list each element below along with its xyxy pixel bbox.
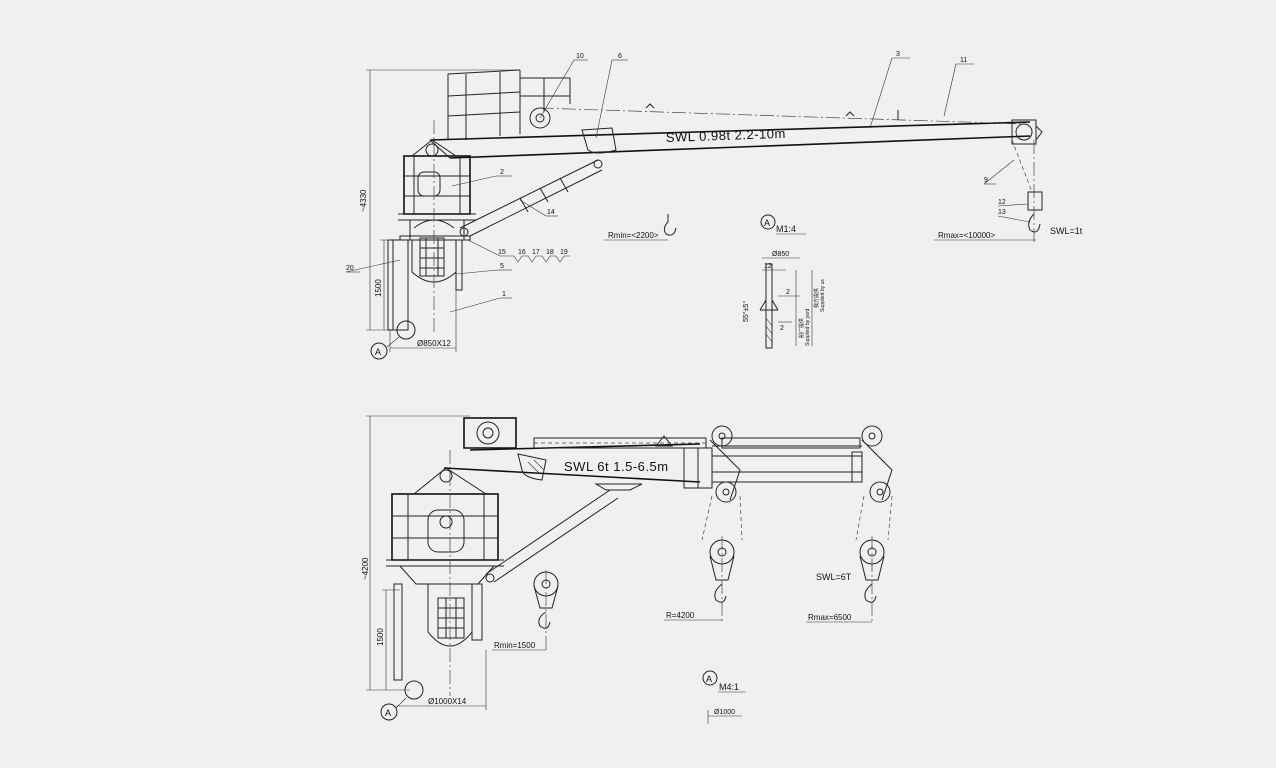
lower-pedestal-dim: 1500 bbox=[376, 628, 385, 646]
upper-swl-label: SWL 0.98t 2.2-10m bbox=[666, 126, 786, 145]
lower-detail-marker: A bbox=[706, 674, 712, 684]
note-us-en: Supplied by us bbox=[820, 279, 826, 312]
callout-17: 17 bbox=[532, 249, 540, 256]
upper-detail-marker: A bbox=[764, 218, 770, 228]
callout-2: 2 bbox=[500, 169, 504, 176]
upper-section-marker bbox=[370, 342, 388, 360]
callout-16: 16 bbox=[518, 249, 526, 256]
callout-11: 11 bbox=[960, 57, 967, 64]
callout-10: 10 bbox=[576, 53, 584, 60]
callout-14: 14 bbox=[547, 209, 555, 216]
weld-dim-2a: 2 bbox=[786, 289, 790, 296]
lower-r-mid: R=4200 bbox=[666, 611, 695, 620]
weld-dim-12: 12 bbox=[764, 263, 772, 270]
lower-section-marker-label: A bbox=[385, 708, 391, 718]
upper-detail-scale: M1:4 bbox=[776, 224, 796, 234]
upper-crane: ~4330 1500 Ø850X12 A bbox=[345, 51, 1083, 360]
lower-crane: ~4200 1500 Ø1000X14 A bbox=[361, 415, 893, 724]
note-yard-en: Supplied by yard bbox=[805, 309, 811, 346]
lower-detail-scale: M4:1 bbox=[719, 682, 739, 692]
upper-rmax: Rmax=<10000> bbox=[938, 231, 995, 240]
upper-pedestal-dim: 1500 bbox=[374, 279, 383, 297]
lower-section-marker bbox=[380, 703, 398, 721]
lower-hook-swl: SWL=6T bbox=[816, 572, 852, 582]
weld-dim-2b: 2 bbox=[780, 325, 784, 332]
weld-angle: 55°±5° bbox=[742, 301, 750, 322]
note-yard-cn: 船厂提供 bbox=[798, 318, 805, 338]
upper-height-dim: ~4330 bbox=[359, 189, 368, 212]
upper-section-marker-label: A bbox=[375, 347, 381, 357]
callout-9: 9 bbox=[984, 177, 988, 184]
callout-5: 5 bbox=[500, 263, 504, 270]
callout-15: 15 bbox=[498, 249, 506, 256]
lower-height-dim: ~4200 bbox=[361, 557, 370, 580]
upper-hook-swl: SWL=1t bbox=[1050, 226, 1083, 236]
callout-12: 12 bbox=[998, 199, 1006, 206]
lower-detail-diameter: Ø1000 bbox=[714, 709, 735, 716]
weld-detail: Ø850 12 2 2 55°±5° 船厂提供 Supplied by yard… bbox=[742, 251, 826, 349]
callout-19: 19 bbox=[560, 249, 568, 256]
callout-20: 20 bbox=[346, 265, 354, 272]
upper-callouts: 10 6 3 11 2 14 9 12 13 15 16 17 18 19 5 bbox=[345, 51, 1031, 313]
lower-rmin: Rmin=1500 bbox=[494, 641, 536, 650]
callout-3: 3 bbox=[896, 51, 900, 58]
lower-rmax: Rmax=6500 bbox=[808, 613, 852, 622]
callout-13: 13 bbox=[998, 209, 1006, 216]
upper-diameter-dim: Ø850X12 bbox=[417, 339, 451, 348]
note-us-cn: 我方提供 bbox=[813, 288, 820, 308]
callout-1: 1 bbox=[502, 291, 506, 298]
callout-18: 18 bbox=[546, 249, 554, 256]
lower-swl-label: SWL 6t 1.5-6.5m bbox=[564, 459, 669, 474]
upper-rmin: Rmin=<2200> bbox=[608, 231, 659, 240]
callout-6: 6 bbox=[618, 53, 622, 60]
lower-diameter-dim: Ø1000X14 bbox=[428, 697, 467, 706]
weld-diameter: Ø850 bbox=[772, 251, 789, 258]
